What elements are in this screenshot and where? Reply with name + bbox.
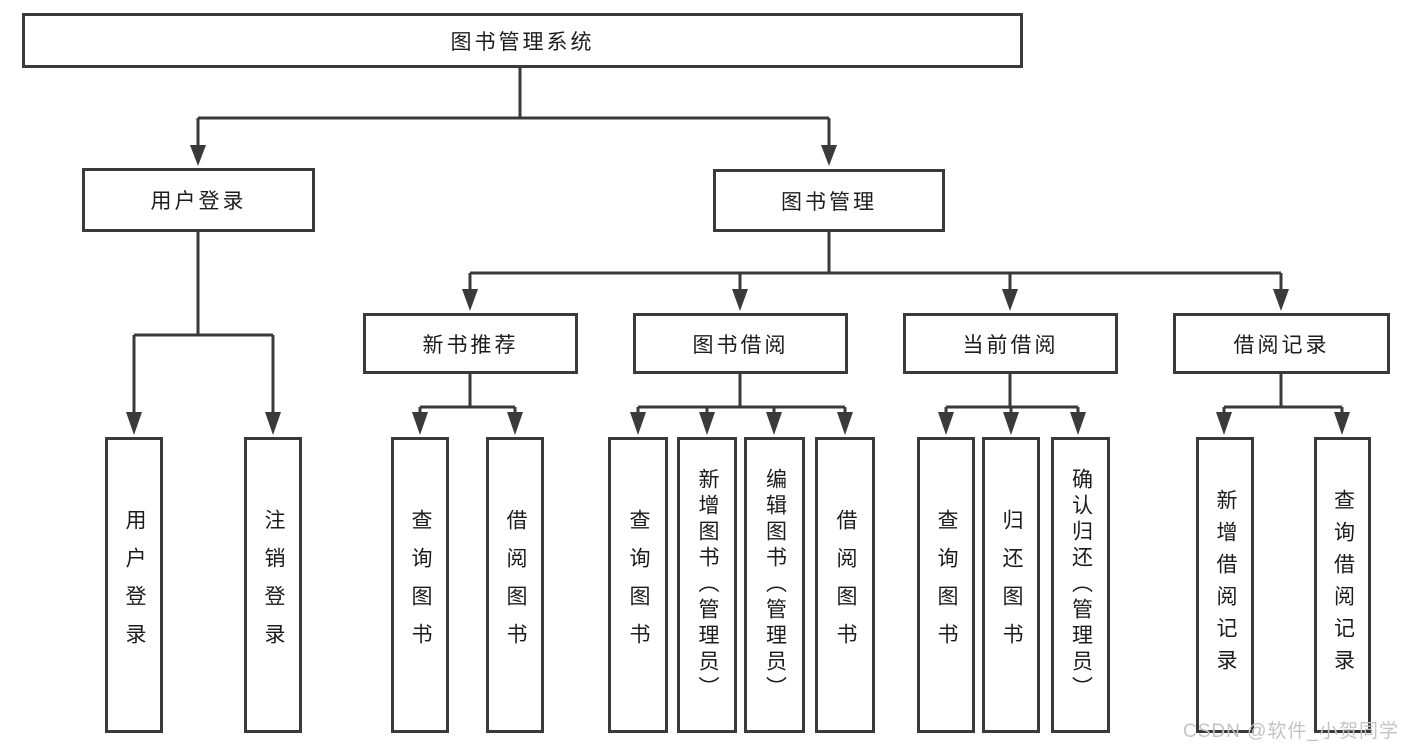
node-user-login: 用户登录 xyxy=(82,168,315,232)
leaf-query-books-3: 查询图书 xyxy=(917,437,975,733)
leaf-add-borrow-record-label: 新增借阅记录 xyxy=(1214,489,1237,681)
leaf-query-books-3-label: 查询图书 xyxy=(935,509,958,661)
leaf-add-borrow-record: 新增借阅记录 xyxy=(1196,437,1254,733)
leaf-add-books-admin-label: 新增图书（管理员） xyxy=(696,468,719,702)
leaf-borrow-books-1: 借阅图书 xyxy=(486,437,544,733)
csdn-watermark: CSDN @软件_小贺同学 xyxy=(1183,721,1399,742)
connector-user-login-to-leaves xyxy=(132,232,275,414)
arrowheads-current-borrow-leaves xyxy=(938,412,1086,435)
connector-borrow-record-to-leaves xyxy=(1222,374,1344,414)
connector-book-mgmt-to-level3 xyxy=(468,232,1283,291)
node-current-borrow-label: 当前借阅 xyxy=(962,333,1059,357)
arrowheads-level3 xyxy=(462,289,1289,311)
node-borrow-record-label: 借阅记录 xyxy=(1233,333,1330,357)
node-current-borrow: 当前借阅 xyxy=(903,313,1118,374)
leaf-return-books: 归还图书 xyxy=(982,437,1040,733)
leaf-confirm-return-admin-label: 确认归还（管理员） xyxy=(1069,468,1093,702)
node-new-book-recommend: 新书推荐 xyxy=(363,313,578,374)
connector-current-borrow-to-leaves xyxy=(944,374,1080,414)
leaf-logout: 注销登录 xyxy=(244,437,302,733)
arrowheads-new-book-rec-leaves xyxy=(412,412,523,435)
leaf-query-borrow-record-label: 查询借阅记录 xyxy=(1331,489,1355,681)
leaf-query-books-1: 查询图书 xyxy=(391,437,449,733)
node-user-login-label: 用户登录 xyxy=(150,190,247,213)
leaf-user-login: 用户登录 xyxy=(105,437,163,733)
connector-new-book-rec-to-leaves xyxy=(418,374,517,414)
connector-root-to-level2 xyxy=(196,66,831,147)
leaf-query-books-2-label: 查询图书 xyxy=(627,509,650,661)
leaf-logout-label: 注销登录 xyxy=(262,509,285,661)
node-book-borrow-label: 图书借阅 xyxy=(692,333,789,357)
leaf-user-login-label: 用户登录 xyxy=(123,509,146,661)
node-borrow-record: 借阅记录 xyxy=(1173,313,1390,374)
arrowheads-book-borrow-leaves xyxy=(630,412,853,435)
connector-book-borrow-to-leaves xyxy=(636,374,847,414)
leaf-confirm-return-admin: 确认归还（管理员） xyxy=(1051,437,1110,733)
node-book-management-label: 图书管理 xyxy=(781,190,877,214)
leaf-query-books-1-label: 查询图书 xyxy=(409,509,432,661)
arrowheads-level2 xyxy=(190,145,837,166)
leaf-query-borrow-record: 查询借阅记录 xyxy=(1314,437,1371,733)
leaf-edit-books-admin: 编辑图书（管理员） xyxy=(744,437,805,733)
arrowheads-borrow-record-leaves xyxy=(1216,412,1350,435)
leaf-return-books-label: 归还图书 xyxy=(1000,509,1023,661)
node-book-borrow: 图书借阅 xyxy=(633,313,848,374)
node-library-system-label: 图书管理系统 xyxy=(450,30,595,54)
arrowheads-user-login-leaves xyxy=(126,412,281,435)
leaf-query-books-2: 查询图书 xyxy=(608,437,668,733)
leaf-borrow-books-2: 借阅图书 xyxy=(815,437,875,733)
leaf-edit-books-admin-label: 编辑图书（管理员） xyxy=(763,468,787,702)
leaf-add-books-admin: 新增图书（管理员） xyxy=(677,437,737,733)
leaf-borrow-books-2-label: 借阅图书 xyxy=(834,509,857,661)
node-book-management: 图书管理 xyxy=(713,169,945,232)
node-library-system: 图书管理系统 xyxy=(22,13,1023,68)
leaf-borrow-books-1-label: 借阅图书 xyxy=(504,509,527,661)
node-new-book-recommend-label: 新书推荐 xyxy=(422,333,519,357)
